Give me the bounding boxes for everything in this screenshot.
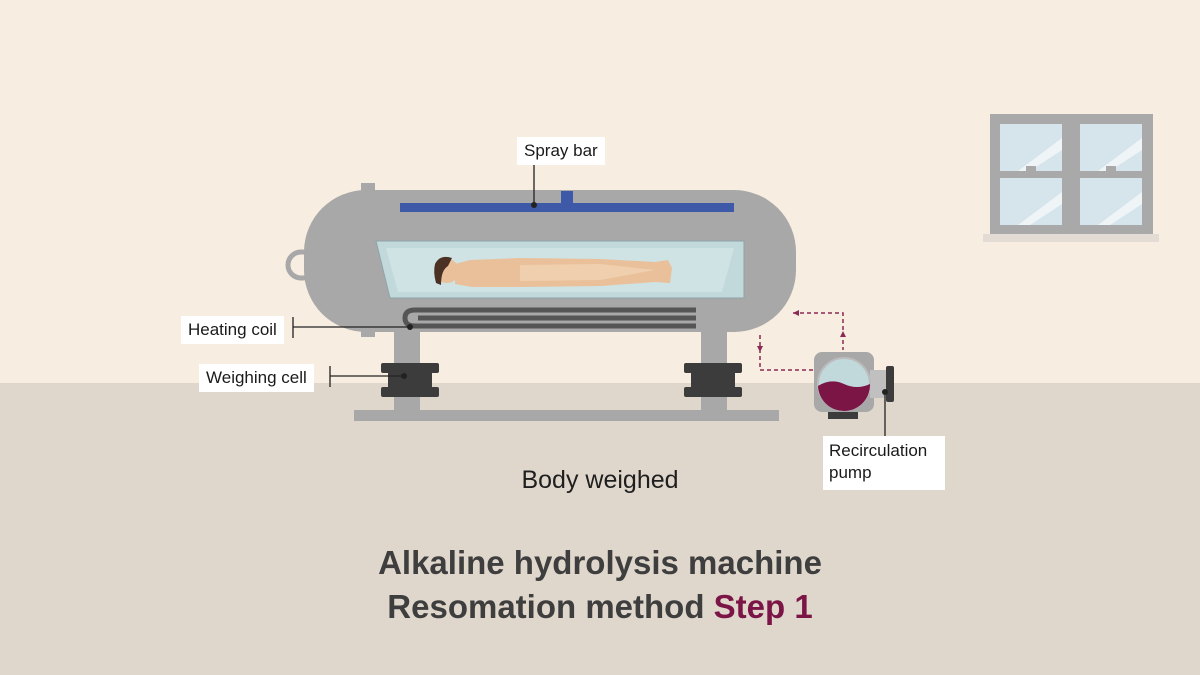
flow-arrow-up xyxy=(840,331,846,337)
title-method: Resomation method xyxy=(387,588,705,625)
spray-bar-label: Spray bar xyxy=(517,137,605,165)
step-caption: Body weighed xyxy=(521,466,679,494)
leader-dots xyxy=(401,202,888,395)
title-line-2: Resomation method Step 1 xyxy=(0,588,1200,626)
title-step: Step 1 xyxy=(713,588,813,625)
leader-lines xyxy=(292,162,886,436)
recirculation-flow xyxy=(759,312,844,371)
recirculation-pump xyxy=(814,352,894,419)
weighing-cell-right xyxy=(684,363,742,397)
floor xyxy=(0,383,1200,675)
flow-arrow-down xyxy=(757,346,763,352)
weighing-cell-label: Weighing cell xyxy=(199,364,314,392)
weighing-cell-left xyxy=(381,363,439,397)
heating-coil-label: Heating coil xyxy=(181,316,284,344)
spray-nozzle xyxy=(561,191,573,205)
recirculation-pump-label: Recirculation pump xyxy=(823,436,945,490)
body-figure xyxy=(434,256,672,287)
spray-bar xyxy=(400,203,734,212)
window xyxy=(983,114,1159,242)
flow-arrow-top xyxy=(793,310,799,316)
title-line-1: Alkaline hydrolysis machine xyxy=(378,544,822,581)
